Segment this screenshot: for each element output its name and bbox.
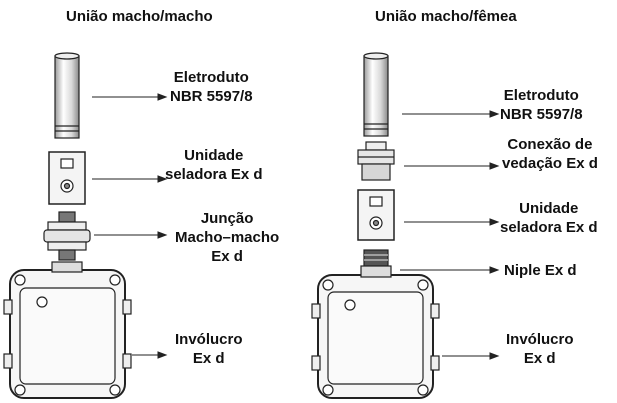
left-arrow-juncao — [94, 231, 168, 239]
left-title: União macho/macho — [66, 8, 213, 25]
left-arrow-eletroduto — [92, 93, 168, 101]
right-arrow-niple — [400, 266, 500, 274]
right-conduit — [363, 52, 389, 137]
right-arrow-involucro — [442, 352, 500, 360]
left-enclosure — [3, 261, 132, 399]
right-arrow-conexao — [404, 162, 500, 170]
right-label-niple: Niple Ex d — [504, 262, 577, 279]
right-sealing-connection — [357, 141, 395, 181]
right-arrow-unidade — [404, 218, 500, 226]
right-label-conexao: Conexão de vedação Ex d — [502, 136, 598, 172]
left-arrow-involucro — [132, 351, 168, 359]
right-label-unidade: Unidade seladora Ex d — [500, 200, 598, 236]
left-label-unidade: Unidade seladora Ex d — [165, 147, 263, 183]
right-enclosure — [311, 265, 440, 399]
left-label-eletroduto: Eletroduto NBR 5597/8 — [170, 69, 253, 105]
left-arrow-unidade — [92, 175, 168, 183]
right-label-involucro: Invólucro Ex d — [506, 331, 574, 367]
left-sealing-unit — [48, 151, 86, 205]
right-nipple — [363, 249, 389, 267]
right-arrow-eletroduto — [402, 110, 500, 118]
left-label-involucro: Invólucro Ex d — [175, 331, 243, 367]
right-title: União macho/fêmea — [375, 8, 517, 25]
right-label-eletroduto: Eletroduto NBR 5597/8 — [500, 87, 583, 123]
right-assembly — [311, 52, 440, 399]
left-label-juncao: Junção Macho–macho Ex d — [175, 210, 280, 265]
left-conduit — [54, 52, 80, 139]
right-sealing-unit — [357, 189, 395, 241]
left-assembly — [3, 52, 132, 399]
left-junction — [43, 211, 91, 261]
